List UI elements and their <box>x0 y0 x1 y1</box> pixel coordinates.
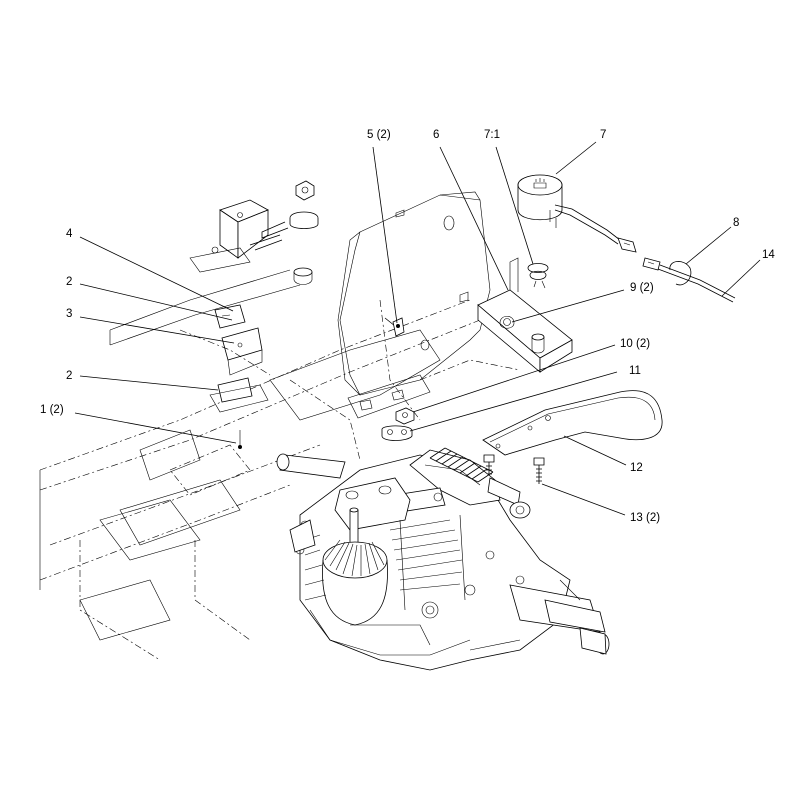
callout-5: 5 (2) <box>367 129 391 141</box>
wire-harness <box>642 257 736 303</box>
lock-nut <box>395 407 415 425</box>
callout-11: 11 <box>629 365 641 377</box>
cooling-fan <box>322 539 388 626</box>
callout-3: 3 <box>66 308 72 320</box>
chassis-frame <box>39 269 521 661</box>
leader-lines <box>74 141 761 516</box>
callout-1: 1 (2) <box>40 404 64 416</box>
callout-labels: 5 (2) 6 7:1 7 8 14 9 (2) 4 2 3 2 1 (2) 1… <box>40 129 775 524</box>
ball-joint-stack <box>261 180 319 285</box>
cover-plate <box>482 390 663 456</box>
control-brackets <box>179 304 271 449</box>
callout-7: 7 <box>600 129 606 141</box>
position-sensor <box>517 174 637 253</box>
mounting-plate <box>337 191 491 421</box>
stud-bolt <box>384 317 405 337</box>
callout-14: 14 <box>762 249 775 261</box>
callout-13: 13 (2) <box>630 512 660 524</box>
callout-9: 9 (2) <box>630 282 654 294</box>
callout-4: 4 <box>66 228 73 240</box>
return-spring <box>429 447 494 483</box>
callout-2-lower: 2 <box>66 370 72 382</box>
callout-12: 12 <box>630 462 643 474</box>
link-plate <box>381 425 413 441</box>
callout-10: 10 (2) <box>620 338 650 350</box>
upper-mount-bracket <box>189 199 283 273</box>
sensor-bracket <box>477 257 573 373</box>
transaxle <box>276 447 610 671</box>
callout-2-upper: 2 <box>66 276 72 288</box>
callout-8: 8 <box>733 217 739 229</box>
callout-7-1: 7:1 <box>484 129 500 141</box>
spring-clip <box>527 263 549 289</box>
callout-6: 6 <box>433 129 439 141</box>
